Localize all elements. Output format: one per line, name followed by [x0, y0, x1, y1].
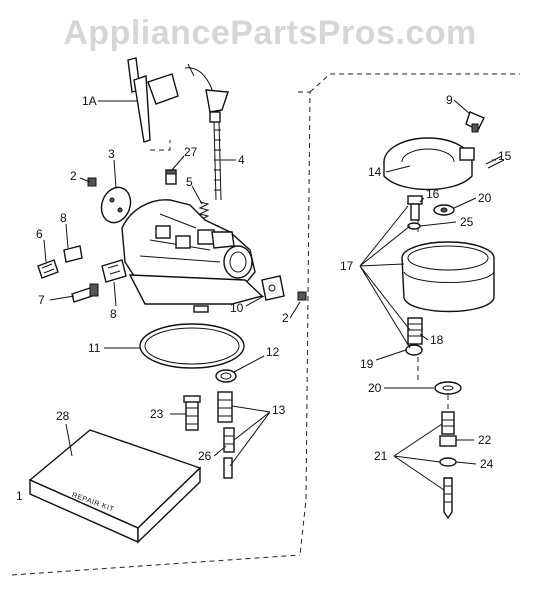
part-4-needle-rod[interactable] — [205, 89, 229, 201]
callout-16: 16 — [426, 187, 440, 201]
callout-12: 12 — [266, 345, 280, 359]
callout-21: 21 — [374, 449, 388, 463]
part-20-washer-lower[interactable] — [434, 381, 462, 395]
part-19-cap[interactable] — [405, 344, 423, 356]
callout-26: 26 — [198, 449, 212, 463]
part-13-valves[interactable] — [217, 391, 235, 453]
part-9-bolt[interactable] — [465, 111, 485, 133]
callout-19: 19 — [360, 357, 374, 371]
watermark-text: AppliancePartsPros.com — [63, 14, 477, 52]
callout-1: 1 — [16, 489, 23, 503]
callout-11: 11 — [88, 341, 101, 355]
part-28-repair-kit[interactable]: REPAIR KIT — [28, 429, 202, 544]
part-11-gasket[interactable] — [139, 323, 245, 369]
callout-1a: 1A — [82, 94, 97, 108]
callout-8-upper: 8 — [60, 211, 67, 225]
callout-20-top: 20 — [478, 191, 492, 205]
callout-24: 24 — [480, 457, 494, 471]
callout-5: 5 — [186, 175, 193, 189]
part-carburetor-body[interactable] — [121, 199, 264, 313]
callout-23: 23 — [150, 407, 164, 421]
part-6-jet[interactable] — [37, 259, 59, 279]
part-7-screw[interactable] — [71, 283, 99, 303]
callout-25: 25 — [460, 215, 474, 229]
callout-17: 17 — [340, 259, 354, 273]
callout-9: 9 — [446, 93, 453, 107]
callout-14: 14 — [368, 165, 382, 179]
part-2-screw-right[interactable] — [297, 291, 307, 301]
callout-7: 7 — [38, 293, 45, 307]
callout-2-left: 2 — [70, 169, 77, 183]
callout-4: 4 — [238, 153, 245, 167]
leader-lines — [43, 99, 496, 491]
callout-8-lower: 8 — [110, 307, 117, 321]
part-8-fitting-lower[interactable] — [101, 259, 127, 283]
callout-27: 27 — [184, 145, 198, 159]
part-21-main-jet-stack[interactable] — [439, 411, 457, 520]
callout-18: 18 — [430, 333, 444, 347]
part-23-fitting[interactable] — [183, 395, 201, 431]
callout-15: 15 — [498, 149, 512, 163]
part-16-bolt[interactable] — [407, 195, 423, 221]
part-8-plug-upper[interactable] — [63, 245, 83, 263]
part-20-washer-top[interactable] — [433, 204, 455, 216]
part-2-screw-left[interactable] — [87, 177, 97, 187]
callout-28: 28 — [56, 409, 70, 423]
part-27-fitting[interactable] — [165, 169, 177, 185]
callout-labels: 1A 2 3 27 4 5 6 8 7 8 10 2 11 12 23 13 2… — [16, 93, 512, 503]
callout-2-right: 2 — [282, 311, 289, 325]
callout-20-lower: 20 — [368, 381, 382, 395]
part-1a-throttle-linkage[interactable] — [127, 57, 215, 143]
part-14-bowl-top[interactable] — [383, 137, 475, 191]
part-26-pin[interactable] — [223, 457, 233, 479]
callout-10: 10 — [230, 301, 244, 315]
part-17-float-bowl[interactable] — [401, 241, 495, 313]
part-18-spring[interactable] — [407, 317, 423, 345]
callout-6: 6 — [36, 227, 43, 241]
part-10-bracket[interactable] — [261, 275, 285, 301]
part-3-choke-plate[interactable] — [97, 183, 136, 226]
callout-3: 3 — [108, 147, 115, 161]
part-12-washer[interactable] — [215, 369, 237, 383]
callout-13: 13 — [272, 403, 286, 417]
callout-22: 22 — [478, 433, 492, 447]
